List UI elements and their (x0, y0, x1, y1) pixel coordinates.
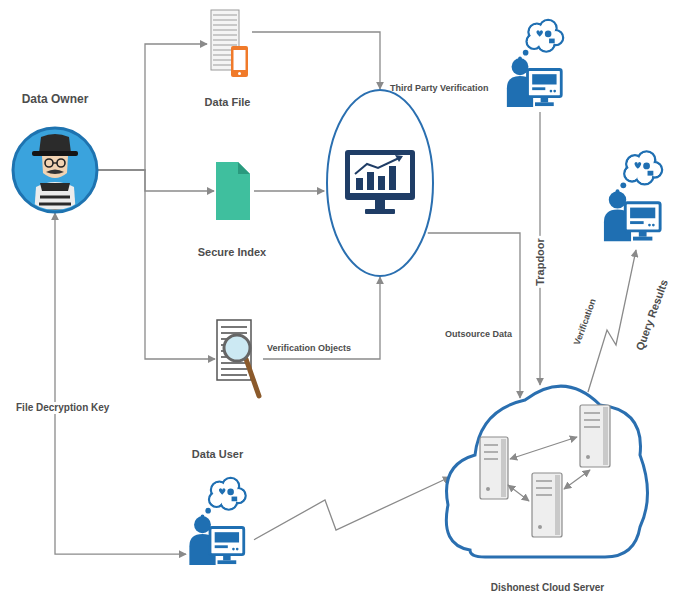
connector-arrow (97, 44, 207, 170)
node-label: Secure Index (198, 246, 266, 259)
third-party-verifier-node: Third Party Verification (325, 88, 435, 278)
server-icon (480, 437, 508, 499)
node-shape (325, 88, 435, 278)
server-icon (532, 473, 562, 537)
phone-icon (231, 46, 248, 77)
verification-label: Verification (570, 295, 600, 349)
node-label: Verification Objects (267, 343, 351, 353)
data-user-node: Data User (185, 475, 250, 565)
edge-label: File Decryption Key (14, 402, 111, 414)
verification-objects-node: Verification Objects (213, 318, 263, 400)
node-label: Data File (205, 96, 251, 109)
right-user-icon (604, 151, 662, 241)
node-shape (185, 475, 250, 565)
server-icon (580, 405, 610, 467)
node-shape (440, 355, 655, 577)
connector-arrow (55, 213, 186, 554)
data-file-node: Data File (205, 8, 250, 80)
secure-index-node: Secure Index (212, 160, 252, 222)
node-label: Data User (192, 448, 243, 461)
node-shape (10, 125, 100, 215)
cloud-outline (446, 386, 647, 557)
connector-arrow (252, 32, 380, 89)
node-label: Third Party Verification (390, 83, 489, 93)
connector-arrow (254, 477, 450, 540)
connector-arrow (97, 170, 215, 359)
cloud-server-node: Dishonest Cloud Server (440, 355, 655, 577)
edge-label: Outsource Data (443, 329, 514, 339)
magnifier-handle (246, 359, 259, 396)
node-label: Data Owner (22, 93, 89, 107)
chart-monitor (345, 150, 415, 214)
node-label: Dishonest Cloud Server (491, 582, 604, 594)
top-user-icon (507, 20, 563, 107)
owner-figure (34, 182, 76, 215)
connector-arrow (263, 277, 380, 359)
verification-document (217, 320, 251, 380)
verification-zigzag (588, 250, 636, 392)
node-shape (212, 160, 252, 222)
magnifier-lens (224, 335, 250, 361)
trapdoor-label: Trapdoor (533, 236, 548, 288)
node-shape (205, 8, 250, 80)
connector-arrow (254, 190, 324, 191)
index-document (216, 162, 250, 220)
verifier-ellipse (327, 90, 433, 276)
connector-arrow (97, 170, 214, 191)
query-results-label: Query Results (632, 276, 673, 355)
node-shape (213, 318, 263, 400)
connector-arrow (428, 233, 520, 398)
data-owner-node: Data Owner (10, 125, 100, 215)
